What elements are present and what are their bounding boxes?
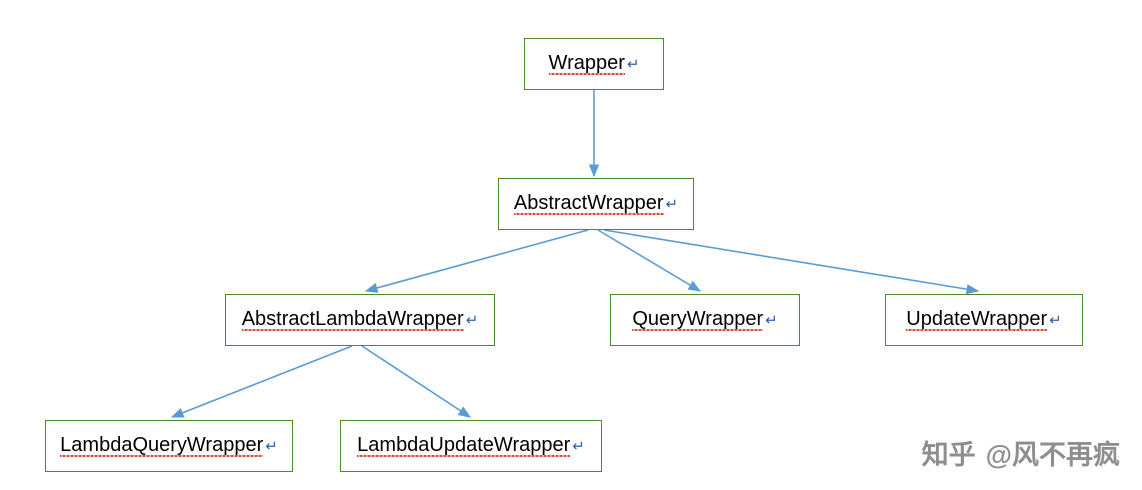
node-label: LambdaQueryWrapper <box>60 434 264 457</box>
node-label: AbstractLambdaWrapper <box>241 308 464 331</box>
paragraph-mark-icon: ↵ <box>626 55 640 73</box>
edge-abstract-wrapper-to-update-wrapper <box>603 229 980 295</box>
paragraph-mark-icon: ↵ <box>765 311 778 329</box>
paragraph-mark-icon: ↵ <box>1049 311 1062 329</box>
edge-abstract-wrapper-to-query-wrapper <box>597 229 702 292</box>
paragraph-mark-icon: ↵ <box>572 437 585 455</box>
edge-abstract-wrapper-to-abstract-lambda-wrapper <box>364 229 589 293</box>
node-update-wrapper[interactable]: UpdateWrapper↵ <box>885 294 1083 346</box>
edge-abstract-lambda-wrapper-to-lambda-update-wrapper <box>361 345 472 418</box>
node-lambda-update-wrapper[interactable]: LambdaUpdateWrapper↵ <box>340 420 602 472</box>
node-lambda-query-wrapper[interactable]: LambdaQueryWrapper↵ <box>45 420 293 472</box>
zhihu-logo: 知乎 <box>921 440 976 470</box>
node-abstract-lambda-wrapper[interactable]: AbstractLambdaWrapper↵ <box>225 294 495 346</box>
node-label: Wrapper <box>548 52 625 75</box>
paragraph-mark-icon: ↵ <box>265 437 278 455</box>
paragraph-mark-icon: ↵ <box>665 195 679 213</box>
node-wrapper[interactable]: Wrapper↵ <box>524 38 664 90</box>
node-label: AbstractWrapper <box>513 192 664 215</box>
edge-abstract-lambda-wrapper-to-lambda-query-wrapper <box>170 345 353 418</box>
node-label: UpdateWrapper <box>906 308 1048 331</box>
node-label: LambdaUpdateWrapper <box>357 434 571 457</box>
watermark-username: @风不再疯 <box>985 440 1120 470</box>
paragraph-mark-icon: ↵ <box>465 311 479 329</box>
node-label: QueryWrapper <box>632 308 764 331</box>
watermark: 知乎 @风不再疯 <box>922 433 1120 472</box>
node-query-wrapper[interactable]: QueryWrapper↵ <box>610 294 800 346</box>
node-abstract-wrapper[interactable]: AbstractWrapper↵ <box>498 178 694 230</box>
